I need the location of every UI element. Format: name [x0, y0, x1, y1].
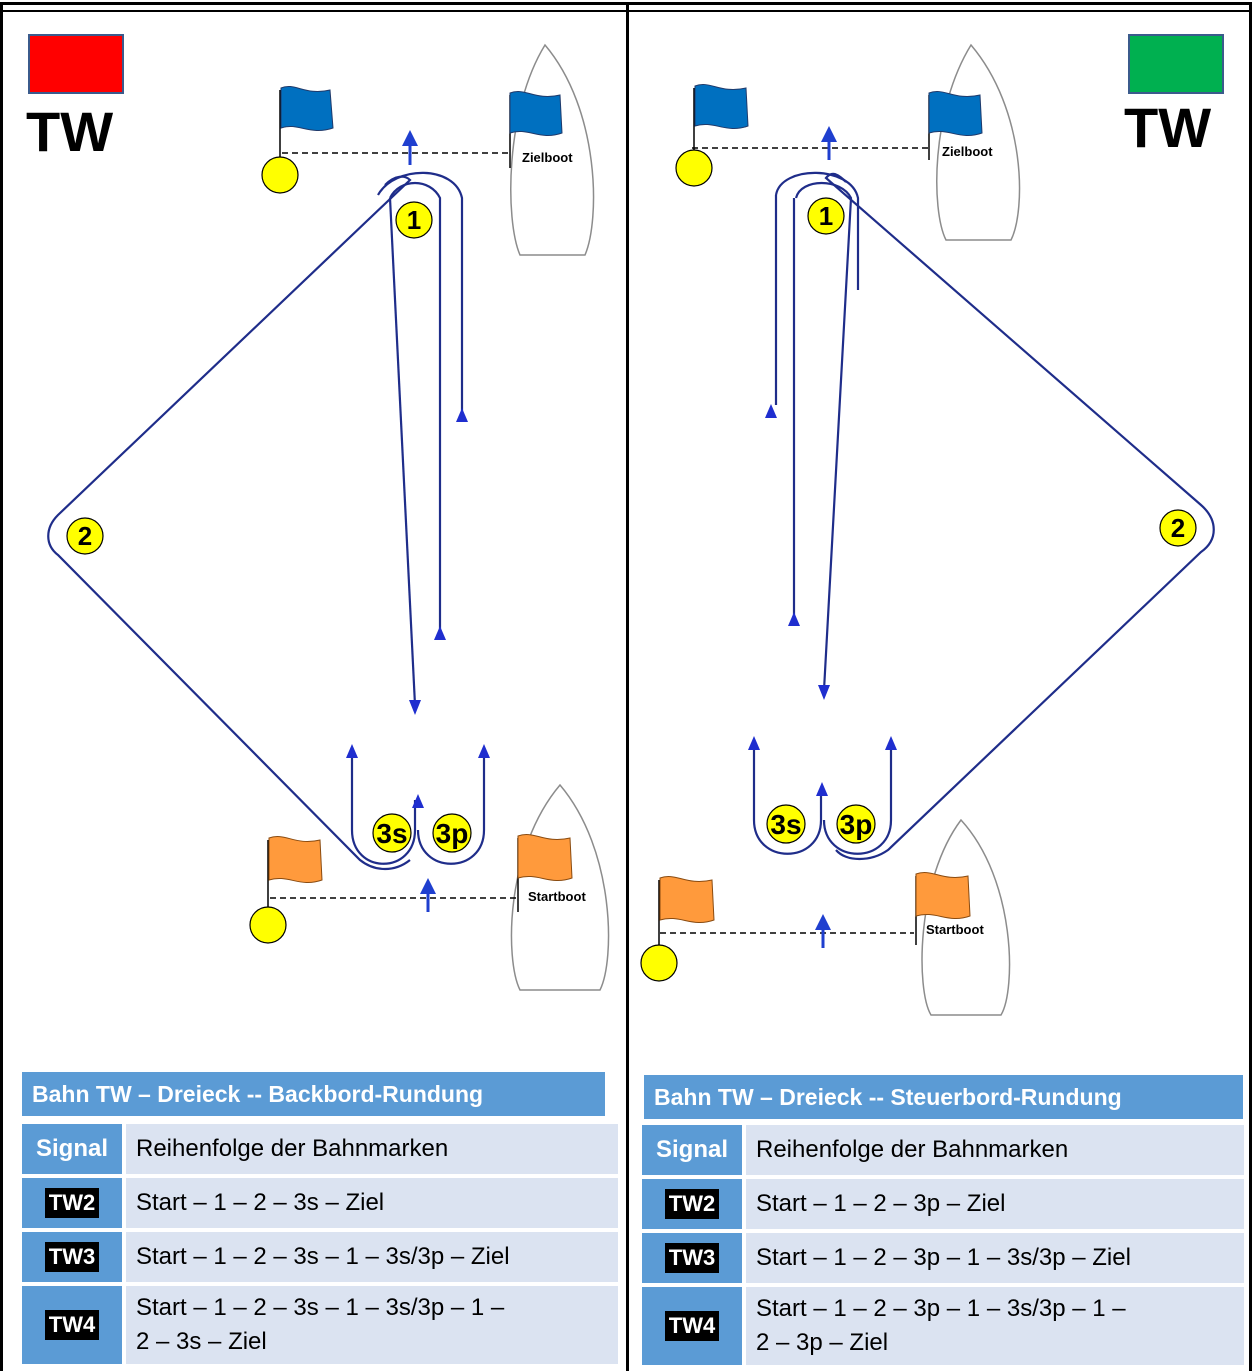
right-finish-pin	[675, 149, 713, 187]
svg-text:1: 1	[407, 205, 421, 235]
left-row-signal: TW2	[44, 1188, 100, 1218]
left-course-lines	[47, 171, 486, 871]
right-direction-arrows	[748, 404, 897, 796]
left-panel: TW	[18, 34, 622, 1368]
right-start-flag-pin	[659, 876, 715, 924]
right-row-sequence-line2: 2 – 3p – Ziel	[756, 1329, 889, 1356]
svg-text:3s: 3s	[376, 818, 407, 849]
right-finish-boat-label: Zielboot	[942, 144, 993, 159]
right-wind-arrows	[815, 126, 837, 948]
left-course-title: Bahn TW – Dreieck -- Backbord-Rundung	[22, 1072, 605, 1116]
right-start-boat-label: Startboot	[926, 922, 984, 937]
left-row-sequence-line1: Start – 1 – 2 – 3s – 1 – 3s/3p – 1 –	[136, 1294, 505, 1321]
left-start-pin	[249, 906, 287, 944]
left-header-signal: Signal	[35, 1135, 108, 1162]
left-mark-3s	[372, 813, 412, 853]
left-course-diagram: Zielboot Startboot 1 2 3s 3p	[47, 43, 610, 991]
right-finish-flag-boat	[928, 91, 983, 137]
right-course-lines	[752, 171, 1215, 861]
right-row-sequence: Start – 1 – 2 – 3p – Ziel	[746, 1179, 1244, 1229]
right-row-signal: TW4	[664, 1311, 720, 1341]
svg-text:2: 2	[1171, 513, 1185, 543]
right-start-pin	[640, 944, 678, 982]
svg-text:2: 2	[78, 521, 92, 551]
left-row-signal: TW4	[44, 1310, 100, 1340]
right-mark-3s	[766, 804, 806, 844]
table-row: TW4 Start – 1 – 2 – 3s – 1 – 3s/3p – 1 –…	[22, 1286, 618, 1364]
left-tw-label: TW	[26, 100, 114, 163]
left-finish-boat-label: Zielboot	[522, 150, 573, 165]
right-row-signal: TW3	[664, 1243, 720, 1273]
right-tw-label: TW	[1124, 96, 1212, 159]
left-sequence-table: Signal Reihenfolge der Bahnmarken TW2 St…	[18, 1120, 622, 1368]
right-mark-1	[807, 197, 845, 235]
svg-text:1: 1	[819, 201, 833, 231]
svg-text:3p: 3p	[436, 818, 469, 849]
left-start-flag-pin	[268, 836, 323, 884]
table-row: TW4 Start – 1 – 2 – 3p – 1 – 3s/3p – 1 –…	[642, 1287, 1244, 1365]
left-mark-3p	[432, 813, 472, 853]
left-start-boat	[510, 783, 610, 991]
svg-text:3s: 3s	[770, 809, 801, 840]
left-wind-arrows	[402, 130, 436, 912]
right-color-box	[1128, 34, 1224, 94]
left-mark-2	[66, 517, 104, 555]
right-finish-boat	[936, 43, 1021, 241]
right-row-sequence-line1: Start – 1 – 2 – 3p – 1 – 3s/3p – 1 –	[756, 1295, 1126, 1322]
table-header-row: Signal Reihenfolge der Bahnmarken	[642, 1125, 1244, 1175]
left-row-sequence: Start – 1 – 2 – 3s – 1 – 3s/3p – 1 – 2 –…	[126, 1286, 618, 1364]
frame-divider	[626, 2, 629, 1371]
right-start-flag-boat	[915, 872, 971, 920]
table-header-row: Signal Reihenfolge der Bahnmarken	[22, 1124, 618, 1174]
left-direction-arrows	[346, 408, 490, 808]
svg-text:3p: 3p	[840, 809, 873, 840]
right-row-signal: TW2	[664, 1189, 720, 1219]
right-panel: TW	[626, 0, 1252, 1371]
left-row-sequence: Start – 1 – 2 – 3s – 1 – 3s/3p – Ziel	[126, 1232, 618, 1282]
left-row-sequence: Start – 1 – 2 – 3s – Ziel	[126, 1178, 618, 1228]
left-header-sequence: Reihenfolge der Bahnmarken	[126, 1124, 618, 1174]
right-header-signal: Signal	[655, 1136, 728, 1163]
right-finish-flag-pin	[694, 84, 749, 130]
right-course-diagram: Zielboot Startboot 1 2 3s 3p	[640, 43, 1215, 1016]
left-finish-flag-pin	[280, 86, 334, 132]
frame-right	[1249, 2, 1252, 1371]
left-mark-1	[395, 201, 433, 239]
left-finish-flag-boat	[509, 91, 563, 137]
right-row-sequence: Start – 1 – 2 – 3p – 1 – 3s/3p – Ziel	[746, 1233, 1244, 1283]
table-row: TW2 Start – 1 – 2 – 3s – Ziel	[22, 1178, 618, 1228]
frame-left	[0, 2, 3, 1371]
right-sequence-table: Signal Reihenfolge der Bahnmarken TW2 St…	[638, 1121, 1248, 1369]
left-start-boat-label: Startboot	[528, 889, 586, 904]
right-course-title: Bahn TW – Dreieck -- Steuerbord-Rundung	[644, 1075, 1243, 1119]
left-row-sequence-line2: 2 – 3s – Ziel	[136, 1328, 267, 1355]
left-row-signal: TW3	[44, 1242, 100, 1272]
left-color-box	[28, 34, 124, 94]
table-row: TW3 Start – 1 – 2 – 3p – 1 – 3s/3p – Zie…	[642, 1233, 1244, 1283]
table-row: TW2 Start – 1 – 2 – 3p – Ziel	[642, 1179, 1244, 1229]
left-start-flag-boat	[517, 834, 573, 882]
right-header-sequence: Reihenfolge der Bahnmarken	[746, 1125, 1244, 1175]
left-finish-pin	[261, 156, 299, 194]
right-mark-3p	[836, 804, 876, 844]
table-row: TW3 Start – 1 – 2 – 3s – 1 – 3s/3p – Zie…	[22, 1232, 618, 1282]
right-row-sequence: Start – 1 – 2 – 3p – 1 – 3s/3p – 1 – 2 –…	[746, 1287, 1244, 1365]
right-mark-2	[1159, 509, 1197, 547]
